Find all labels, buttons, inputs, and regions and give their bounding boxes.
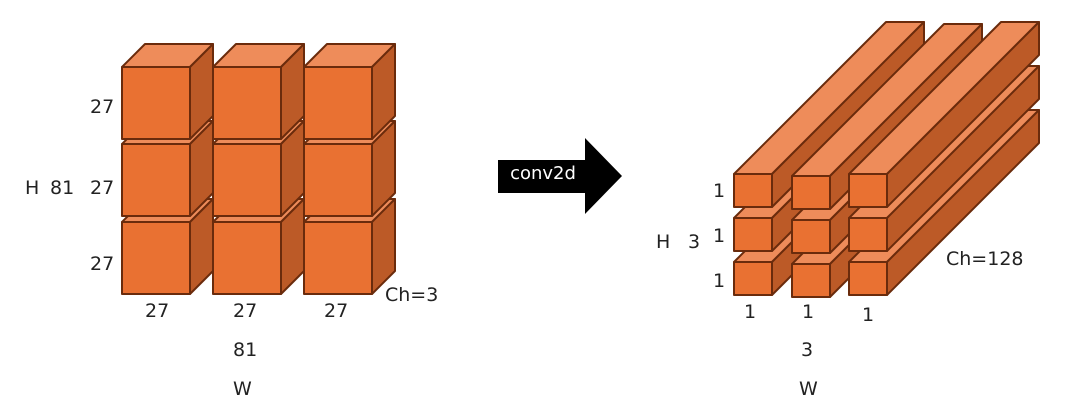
front-face bbox=[791, 175, 831, 210]
front-face bbox=[733, 173, 773, 208]
left-h-value: 81 bbox=[50, 177, 75, 199]
front-face bbox=[848, 173, 888, 208]
conv2d-arrow bbox=[498, 138, 622, 214]
right-w-label: W bbox=[799, 378, 818, 400]
left-w-value: 81 bbox=[233, 339, 258, 361]
front-face bbox=[303, 66, 373, 140]
left-col-label: 27 bbox=[145, 300, 170, 322]
right-col-label: 1 bbox=[862, 304, 875, 326]
front-face bbox=[733, 261, 773, 296]
right-row-label: 1 bbox=[713, 225, 726, 247]
front-face bbox=[212, 143, 282, 217]
right-h-label: H bbox=[656, 231, 671, 253]
input-cube bbox=[303, 43, 396, 140]
output-bar bbox=[848, 21, 1040, 208]
front-face bbox=[733, 217, 773, 252]
right-ch-label: Ch=128 bbox=[946, 248, 1024, 270]
left-col-label: 27 bbox=[324, 300, 349, 322]
right-col-label: 1 bbox=[802, 301, 815, 323]
front-face bbox=[848, 217, 888, 252]
front-face bbox=[303, 143, 373, 217]
input-cube bbox=[121, 43, 214, 140]
right-h-value: 3 bbox=[688, 231, 701, 253]
front-face bbox=[303, 221, 373, 295]
front-face bbox=[848, 261, 888, 296]
left-ch-label: Ch=3 bbox=[385, 284, 439, 306]
left-col-label: 27 bbox=[233, 300, 258, 322]
left-row-label: 27 bbox=[90, 177, 115, 199]
arrow-label: conv2d bbox=[510, 163, 576, 184]
left-w-label: W bbox=[233, 378, 252, 400]
front-face bbox=[121, 143, 191, 217]
front-face bbox=[212, 66, 282, 140]
right-row-label: 1 bbox=[713, 270, 726, 292]
front-face bbox=[121, 221, 191, 295]
front-face bbox=[121, 66, 191, 140]
front-face bbox=[791, 263, 831, 298]
left-row-label: 27 bbox=[90, 253, 115, 275]
input-cube bbox=[212, 43, 305, 140]
front-face bbox=[791, 219, 831, 254]
left-h-label: H bbox=[25, 177, 40, 199]
front-face bbox=[212, 221, 282, 295]
right-row-label: 1 bbox=[713, 180, 726, 202]
right-w-value: 3 bbox=[801, 339, 814, 361]
right-col-label: 1 bbox=[744, 301, 757, 323]
left-row-label: 27 bbox=[90, 96, 115, 118]
